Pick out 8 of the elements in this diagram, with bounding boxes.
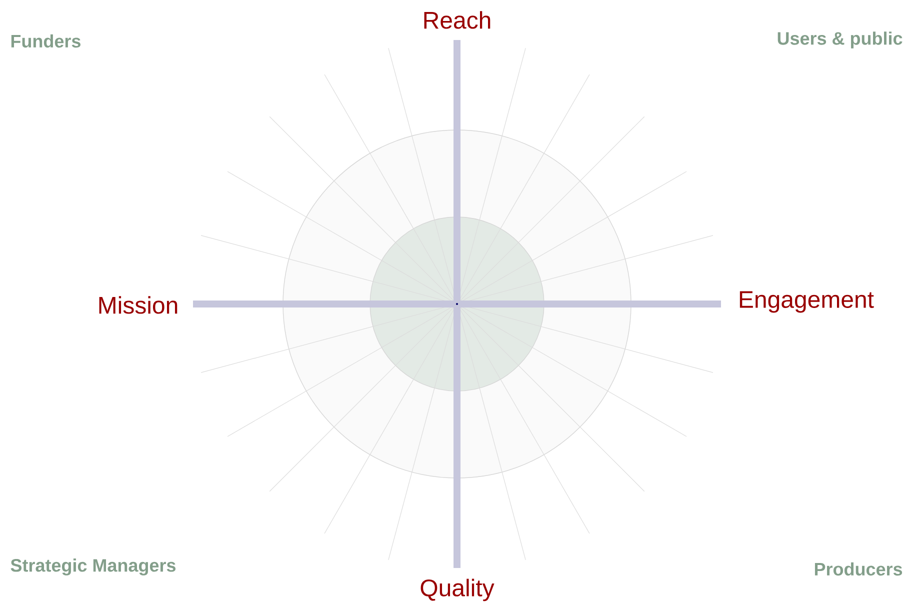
group-label: Funders (11, 34, 80, 48)
group-label: Users & public (778, 32, 902, 48)
axis-label: Engagement (740, 291, 874, 313)
group-label: Producers (814, 562, 902, 576)
axis-label: Mission (99, 296, 178, 314)
axis-label: Quality (420, 578, 494, 602)
axis-label: Reach (424, 11, 490, 29)
group-label: Strategic Managers (10, 558, 176, 576)
